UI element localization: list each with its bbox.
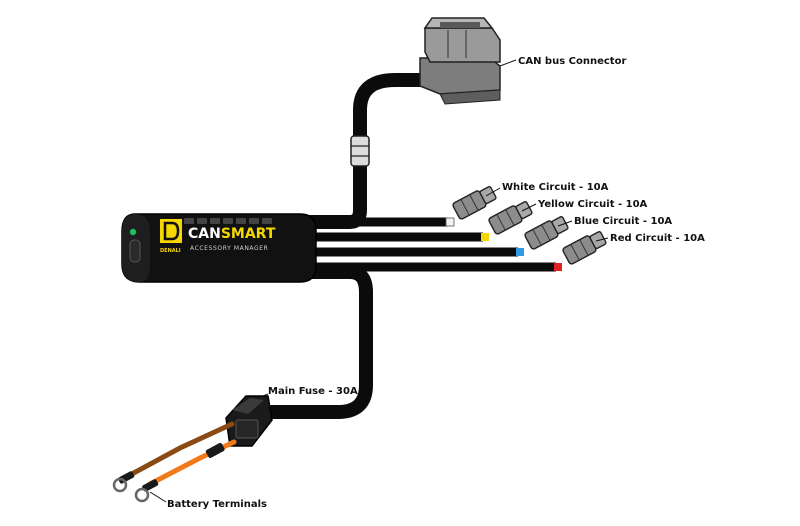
logo-text: DENALI — [160, 248, 181, 254]
white-circuit-label: White Circuit - 10A — [502, 182, 609, 193]
can-bus-connector — [419, 17, 501, 105]
fuse-wire-sleeve — [205, 442, 225, 458]
white-wire-band — [445, 217, 455, 227]
battery-leader-line — [149, 491, 167, 503]
status-led-icon — [129, 228, 137, 236]
brand-suffix: SMART — [221, 226, 276, 242]
blue-circuit-label: Blue Circuit - 10A — [574, 216, 672, 227]
brown-wire — [125, 421, 235, 479]
red-circuit-label: Red Circuit - 10A — [610, 233, 705, 244]
red-wire-band — [554, 263, 562, 271]
main-fuse-leader-line — [257, 393, 269, 399]
yellow-circuit-connector — [488, 201, 533, 235]
denali-logo-icon: DENALI — [160, 219, 182, 254]
blue-circuit-leader-line — [557, 220, 573, 227]
module-subtitle: ACCESSORY MANAGER — [190, 245, 268, 252]
main-fuse-label: Main Fuse - 30A — [268, 386, 358, 397]
red-circuit-connector — [562, 231, 607, 265]
can-bus-label: CAN bus Connector — [518, 56, 626, 67]
yellow-wire-band — [481, 233, 489, 241]
blue-circuit-connector — [524, 216, 569, 250]
brand-prefix: CAN — [188, 226, 221, 242]
can-bus-leader-line — [499, 59, 517, 67]
orange-crimp-sleeve — [142, 479, 159, 492]
can-bus-cable — [293, 73, 447, 229]
battery-ring-terminal-2-icon — [134, 487, 150, 503]
main-fuse-holder — [225, 395, 273, 447]
red-circuit-leader-line — [595, 237, 609, 242]
cable-clip — [350, 135, 370, 167]
module-brand-text: CANSMART — [188, 226, 276, 242]
module-port-icon — [129, 239, 141, 263]
circuit-cables — [300, 217, 556, 272]
battery-ring-terminal-1-icon — [112, 477, 128, 493]
yellow-circuit-label: Yellow Circuit - 10A — [537, 199, 648, 210]
power-cable — [265, 265, 373, 419]
white-circuit-connector — [452, 186, 497, 220]
yellow-circuit-leader-line — [521, 203, 537, 212]
cansmart-module: DENALI CANSMART ACCESSORY MANAGER — [121, 213, 317, 283]
blue-wire-band — [516, 248, 524, 256]
white-circuit-leader-line — [485, 187, 501, 197]
battery-terminals-label: Battery Terminals — [167, 499, 267, 510]
indicator-bars — [184, 218, 272, 224]
